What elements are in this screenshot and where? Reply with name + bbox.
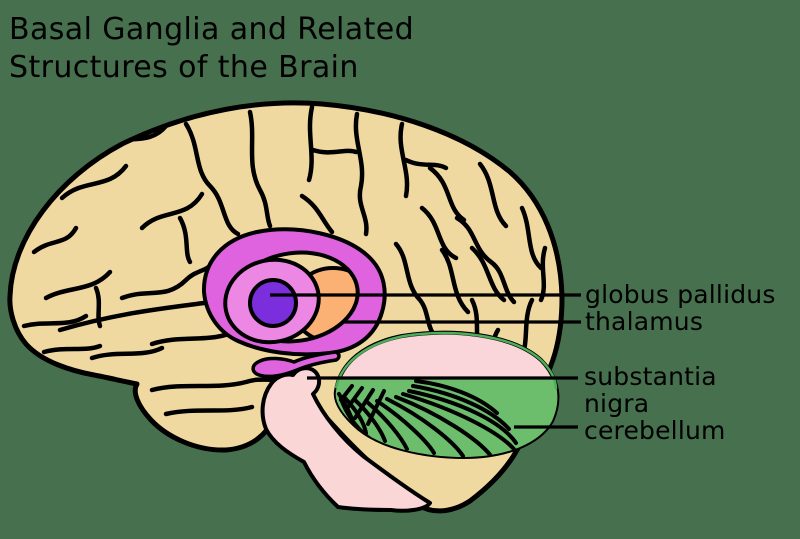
- sulcus-line: [149, 375, 284, 393]
- label-substantia-nigra: substantia nigra: [584, 363, 717, 417]
- folia-line: [353, 398, 387, 443]
- sulcus-line: [310, 147, 359, 155]
- folia-line: [411, 384, 511, 431]
- folia-line: [385, 397, 465, 457]
- folia-line: [353, 388, 375, 420]
- diagram-title-line2: Structures of the Brain: [9, 50, 359, 85]
- sulcus-line: [477, 161, 509, 229]
- sulcus-line: [21, 313, 89, 329]
- sulcus-line: [353, 111, 369, 237]
- caudate-tail: [251, 350, 341, 379]
- sulcus-line: [59, 163, 129, 201]
- folia-line: [414, 379, 499, 415]
- sulcus-line: [519, 205, 544, 271]
- sulcus-line: [41, 343, 103, 355]
- sulcus-line: [538, 245, 548, 303]
- cerebellum-top-edge: [334, 331, 558, 390]
- folia-line: [366, 389, 386, 426]
- brainstem-shape: [260, 366, 432, 513]
- sulcus-line: [183, 121, 241, 237]
- sulcus-line: [403, 157, 449, 171]
- folia-line: [339, 384, 354, 402]
- sulcus-line: [93, 285, 103, 329]
- folia-line: [401, 392, 519, 455]
- sulcus-line: [306, 104, 315, 183]
- sulcus-line: [398, 121, 410, 199]
- sulcus-line: [439, 247, 471, 315]
- folia-line: [343, 396, 368, 435]
- folia-line: [407, 389, 518, 445]
- cortex-sulci: [21, 104, 548, 417]
- sulcus-line: [454, 215, 517, 305]
- sulcus-line: [139, 191, 205, 231]
- sulcus-line: [163, 404, 255, 417]
- diagram-title: Basal Ganglia and Related Structures of …: [9, 11, 414, 87]
- folia-line: [394, 395, 493, 457]
- sulcus-line: [393, 241, 439, 341]
- sulcus-line: [89, 345, 165, 361]
- sulcus-line: [43, 269, 113, 301]
- folia-line: [375, 399, 436, 455]
- pointer-lines: [270, 293, 581, 429]
- diagram-title-line1: Basal Ganglia and Related: [9, 12, 415, 47]
- label-substantia-nigra-line2: nigra: [584, 389, 650, 418]
- sulcus-line: [427, 165, 467, 223]
- sulcus-line: [419, 205, 459, 261]
- globus-pallidus-shape: [248, 278, 298, 328]
- sulcus-line: [31, 225, 79, 255]
- label-substantia-nigra-line1: substantia: [584, 362, 717, 391]
- label-cerebellum: cerebellum: [584, 416, 726, 445]
- sulcus-line: [177, 215, 193, 265]
- folia-line: [364, 399, 409, 451]
- label-globus-pallidus: globus pallidus: [585, 280, 776, 309]
- sulcus-line: [299, 193, 335, 235]
- basal-ganglia: [201, 227, 387, 379]
- sulcus-line: [247, 109, 273, 229]
- label-thalamus: thalamus: [585, 307, 704, 336]
- folia-line: [344, 386, 364, 412]
- sulcus-line: [57, 300, 207, 333]
